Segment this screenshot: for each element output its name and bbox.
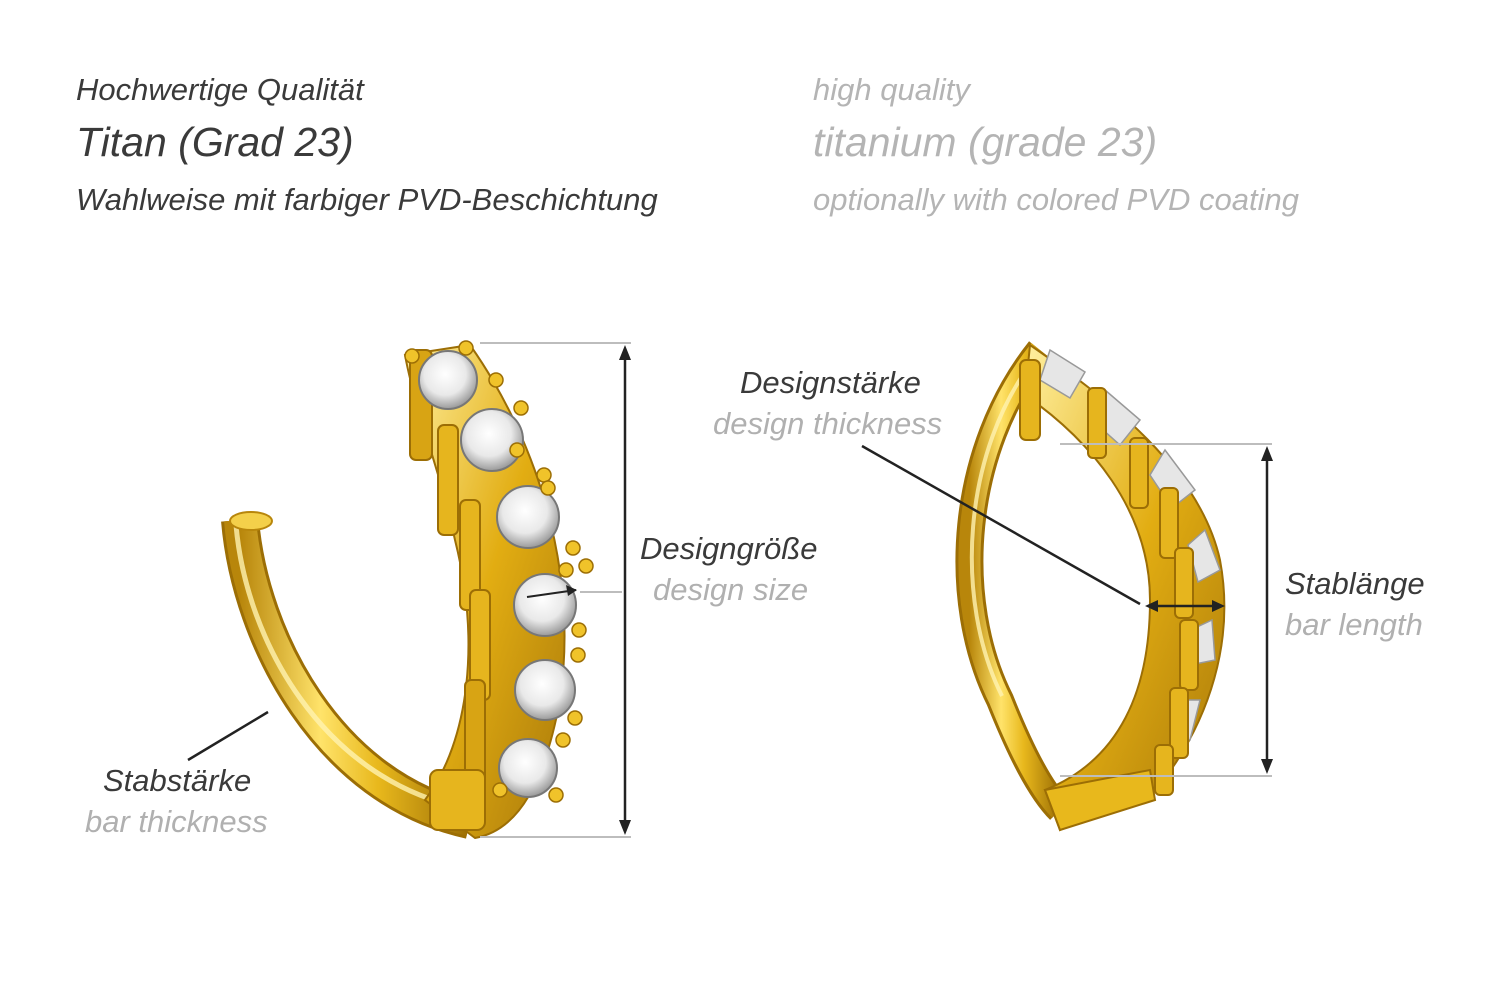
bar-end-cap	[229, 511, 273, 531]
bar-length-label-de: Stablänge	[1285, 566, 1425, 601]
header-quality-de: Hochwertige Qualität	[76, 72, 364, 107]
design-size-dimension	[480, 342, 631, 838]
left-jewel-setting	[403, 340, 594, 840]
prong-tips	[404, 340, 594, 803]
design-size-label-en: design size	[653, 572, 809, 607]
bar-length-dimension	[1060, 443, 1273, 777]
header-material-de: Titan (Grad 23)	[76, 119, 354, 165]
bar-thickness-label-de: Stabstärke	[103, 763, 252, 798]
right-prongs	[1019, 359, 1199, 796]
left-curved-bar	[221, 511, 475, 839]
design-thickness-dimension	[861, 444, 1225, 612]
header-material-en: titanium (grade 23)	[813, 119, 1158, 165]
design-thickness-label-en: design thickness	[713, 406, 943, 441]
design-thickness-label-de: Designstärke	[740, 365, 921, 400]
bar-thickness-pointer	[187, 710, 269, 762]
right-marquise-ring	[955, 341, 1226, 832]
design-size-label-de: Designgröße	[640, 531, 818, 566]
bar-length-label-en: bar length	[1285, 607, 1423, 642]
bar-thickness-label-en: bar thickness	[85, 804, 268, 839]
design-size-pointer	[526, 585, 622, 598]
header-coating-de: Wahlweise mit farbiger PVD-Beschichtung	[76, 182, 658, 217]
gem-stones	[418, 350, 577, 798]
header-quality-en: high quality	[813, 72, 970, 107]
header-coating-en: optionally with colored PVD coating	[813, 182, 1299, 217]
